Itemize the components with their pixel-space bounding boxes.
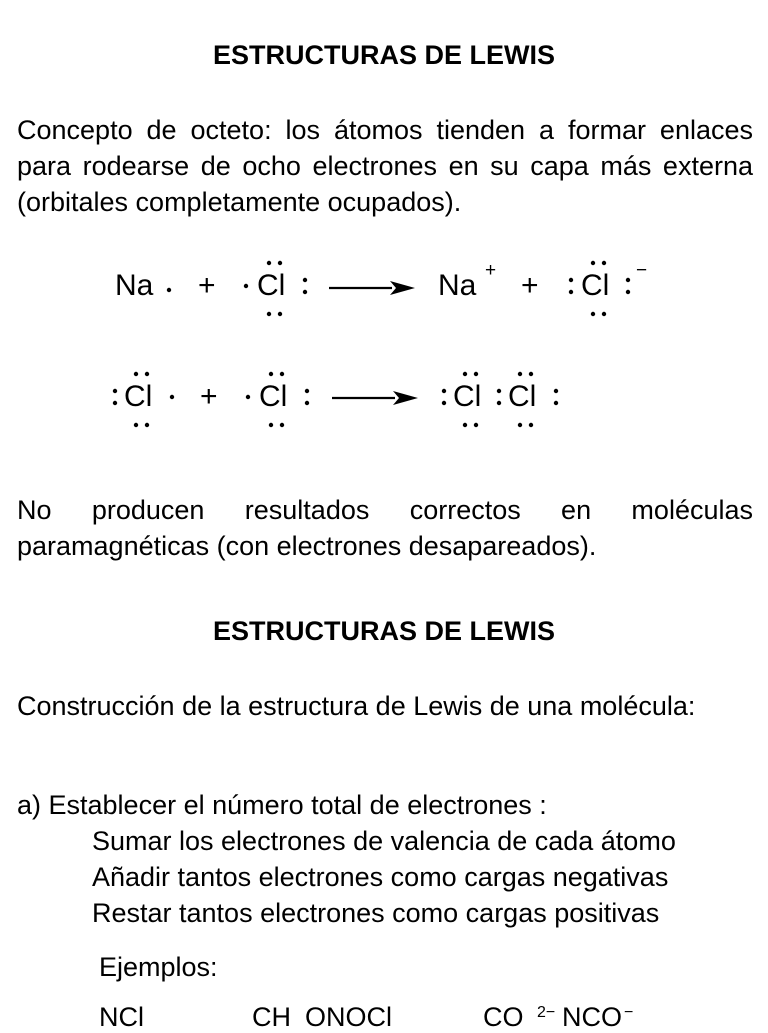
electron-dot — [243, 283, 249, 289]
eq2-product-chlorine-b: Cl — [508, 380, 536, 413]
electron-dot — [166, 287, 172, 293]
eq2-product-chlorine-a: Cl — [453, 380, 481, 413]
section-title-2: ESTRUCTURAS DE LEWIS — [212, 616, 555, 646]
example-ncl: NCl — [99, 1002, 144, 1032]
lewis-equations-diagram: Na + Cl Na + + Cl − Cl — [112, 260, 647, 428]
equation-1: Na + Cl Na + + Cl − — [115, 260, 647, 317]
eq1-chloride-charge: − — [636, 260, 647, 281]
eq1-sodium-charge: + — [485, 260, 496, 281]
reaction-arrow-1 — [329, 281, 415, 295]
eq1-chlorine: Cl — [257, 269, 285, 302]
step-a: a) Establecer el número total de electro… — [17, 790, 547, 820]
section-title-1: ESTRUCTURAS DE LEWIS — [212, 40, 555, 70]
eq1-sodium-ion: Na — [438, 269, 477, 302]
eq1-sodium: Na — [115, 269, 154, 302]
octet-concept-paragraph: Concepto de octeto: los átomos tienden a… — [17, 115, 753, 217]
eq2-plus: + — [200, 380, 218, 413]
example-nco-charge: − — [624, 1004, 634, 1021]
eq2-chlorine-2: Cl — [259, 380, 287, 413]
construction-intro: Construcción de la estructura de Lewis d… — [17, 691, 696, 721]
eq1-chloride-ion: Cl — [581, 269, 609, 302]
example-nco: NCO — [562, 1002, 622, 1032]
examples-label: Ejemplos: — [99, 952, 218, 982]
paramagnetic-note: No producen resultados correctos en molé… — [17, 495, 753, 561]
eq1-plus-1: + — [198, 269, 216, 302]
bullet-add-negative: Añadir tantos electrones como cargas neg… — [92, 862, 669, 892]
bullet-sum-valence: Sumar los electrones de valencia de cada… — [92, 826, 676, 856]
eq2-chlorine-1: Cl — [124, 380, 152, 413]
eq1-plus-2: + — [521, 269, 539, 302]
bullet-subtract-positive: Restar tantos electrones como cargas pos… — [92, 898, 660, 928]
example-ch: CH — [252, 1002, 291, 1032]
reaction-arrow-2 — [332, 391, 418, 405]
example-co-charge: 2− — [537, 1004, 556, 1021]
example-co: CO — [483, 1002, 524, 1032]
equation-2: Cl + Cl Cl Cl — [112, 371, 559, 428]
example-onocl: ONOCl — [305, 1002, 392, 1032]
